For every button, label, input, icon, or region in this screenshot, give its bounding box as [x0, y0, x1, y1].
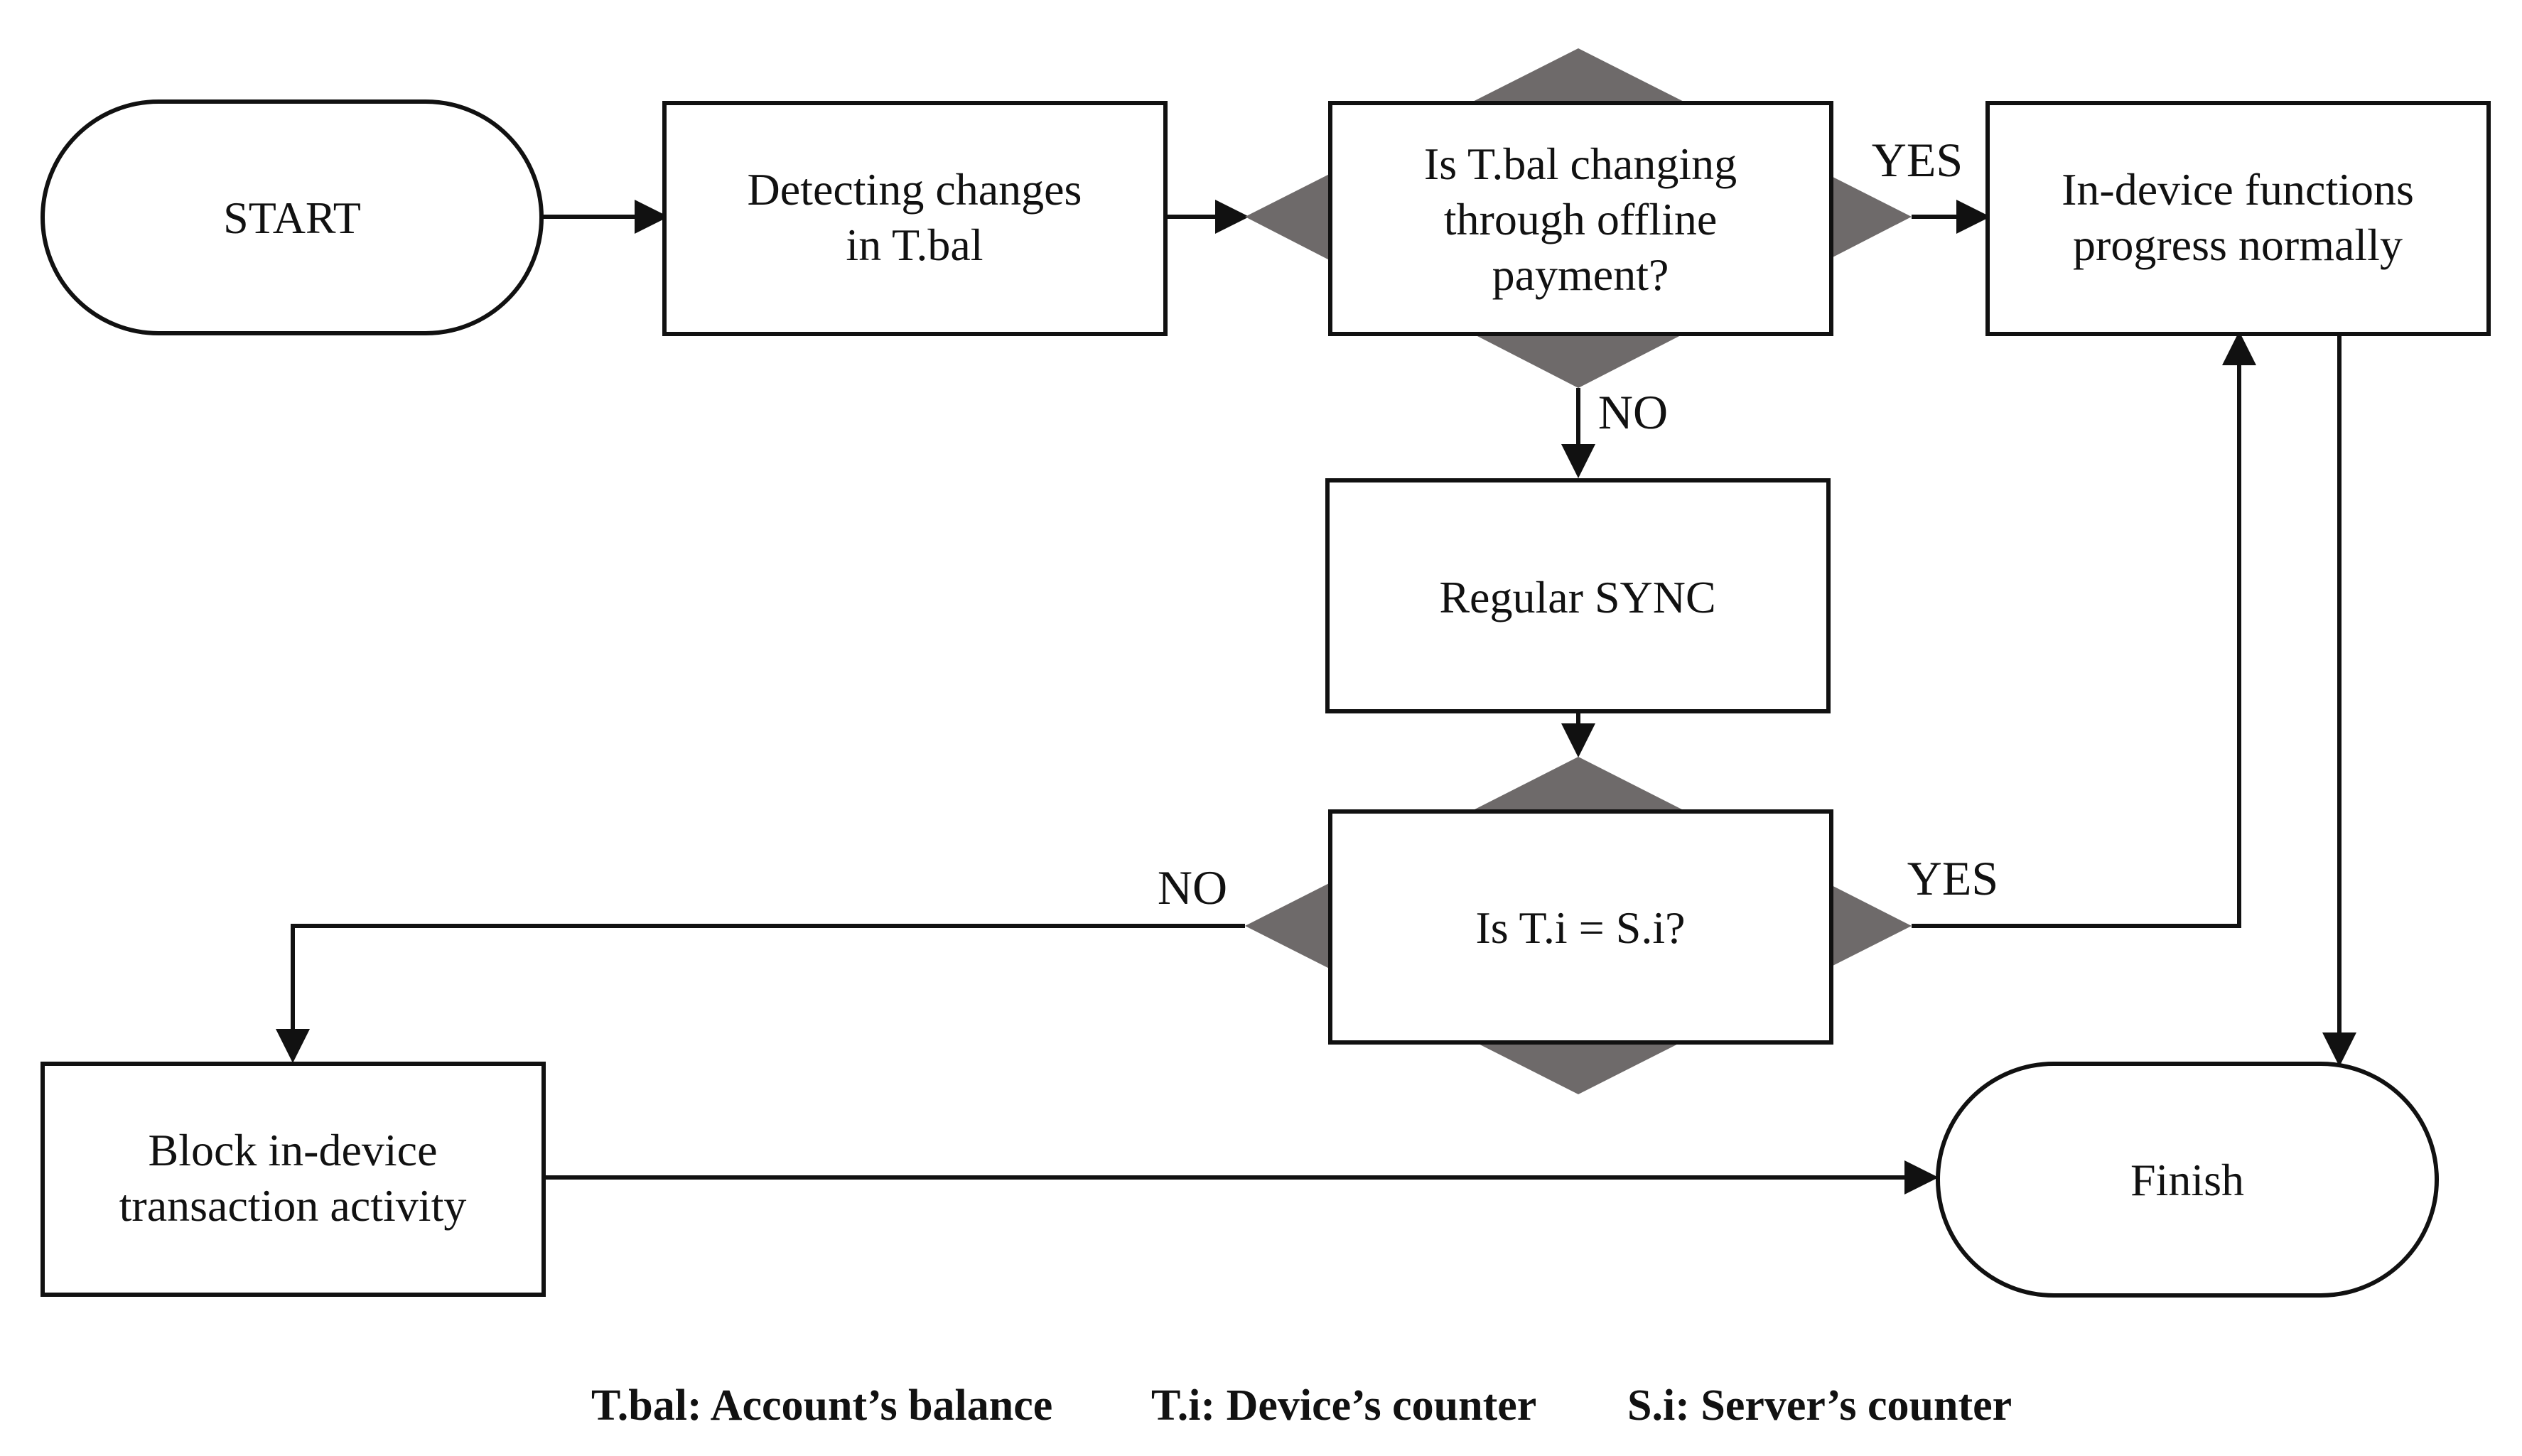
- block-transaction-line-1: Block in-device: [149, 1125, 438, 1175]
- functions-normal-box: In-device functions progress normally: [1985, 101, 2491, 336]
- functions-normal-line-1: In-device functions: [2062, 164, 2414, 215]
- edge-label-counter-yes: YES: [1907, 851, 1998, 905]
- edge-counter-yes-to-normal: [1912, 331, 2256, 928]
- legend-item-tbal: T.bal: Account’s balance: [591, 1381, 1052, 1430]
- edge-label-offline-yes: YES: [1872, 133, 1963, 187]
- functions-normal-line-2: progress normally: [2073, 220, 2403, 270]
- offline-payment-decision: Is T.bal changing through offline paymen…: [1245, 48, 1912, 388]
- legend: T.bal: Account’s balance T.i: Device’s c…: [591, 1381, 2012, 1430]
- regular-sync-label: Regular SYNC: [1439, 572, 1715, 622]
- detect-changes-box: Detecting changes in T.bal: [662, 101, 1168, 336]
- detect-changes-label-line-1: Detecting changes: [748, 164, 1082, 215]
- edge-label-counter-no: NO: [1158, 861, 1227, 915]
- block-transaction-line-2: transaction activity: [119, 1180, 467, 1231]
- regular-sync-box: Regular SYNC: [1325, 478, 1831, 713]
- block-transaction-box: Block in-device transaction activity: [41, 1062, 546, 1297]
- legend-item-si: S.i: Server’s counter: [1627, 1381, 2012, 1430]
- offline-question-line-1: Is T.bal changing: [1424, 139, 1737, 189]
- start-label: START: [223, 193, 361, 243]
- counter-question-label: Is T.i = S.i?: [1475, 902, 1685, 953]
- finish-terminal: Finish: [1936, 1062, 2439, 1298]
- detect-changes-label-line-2: in T.bal: [846, 220, 983, 270]
- offline-question-line-3: payment?: [1492, 249, 1669, 300]
- start-terminal: START: [41, 99, 544, 335]
- edge-label-offline-no: NO: [1598, 385, 1668, 439]
- counter-match-decision: Is T.i = S.i?: [1245, 757, 1912, 1094]
- edge-counter-no-to-block: [276, 924, 1245, 1063]
- legend-item-ti: T.i: Device’s counter: [1151, 1381, 1536, 1430]
- finish-label: Finish: [2130, 1155, 2244, 1205]
- offline-question-line-2: through offline: [1444, 194, 1718, 244]
